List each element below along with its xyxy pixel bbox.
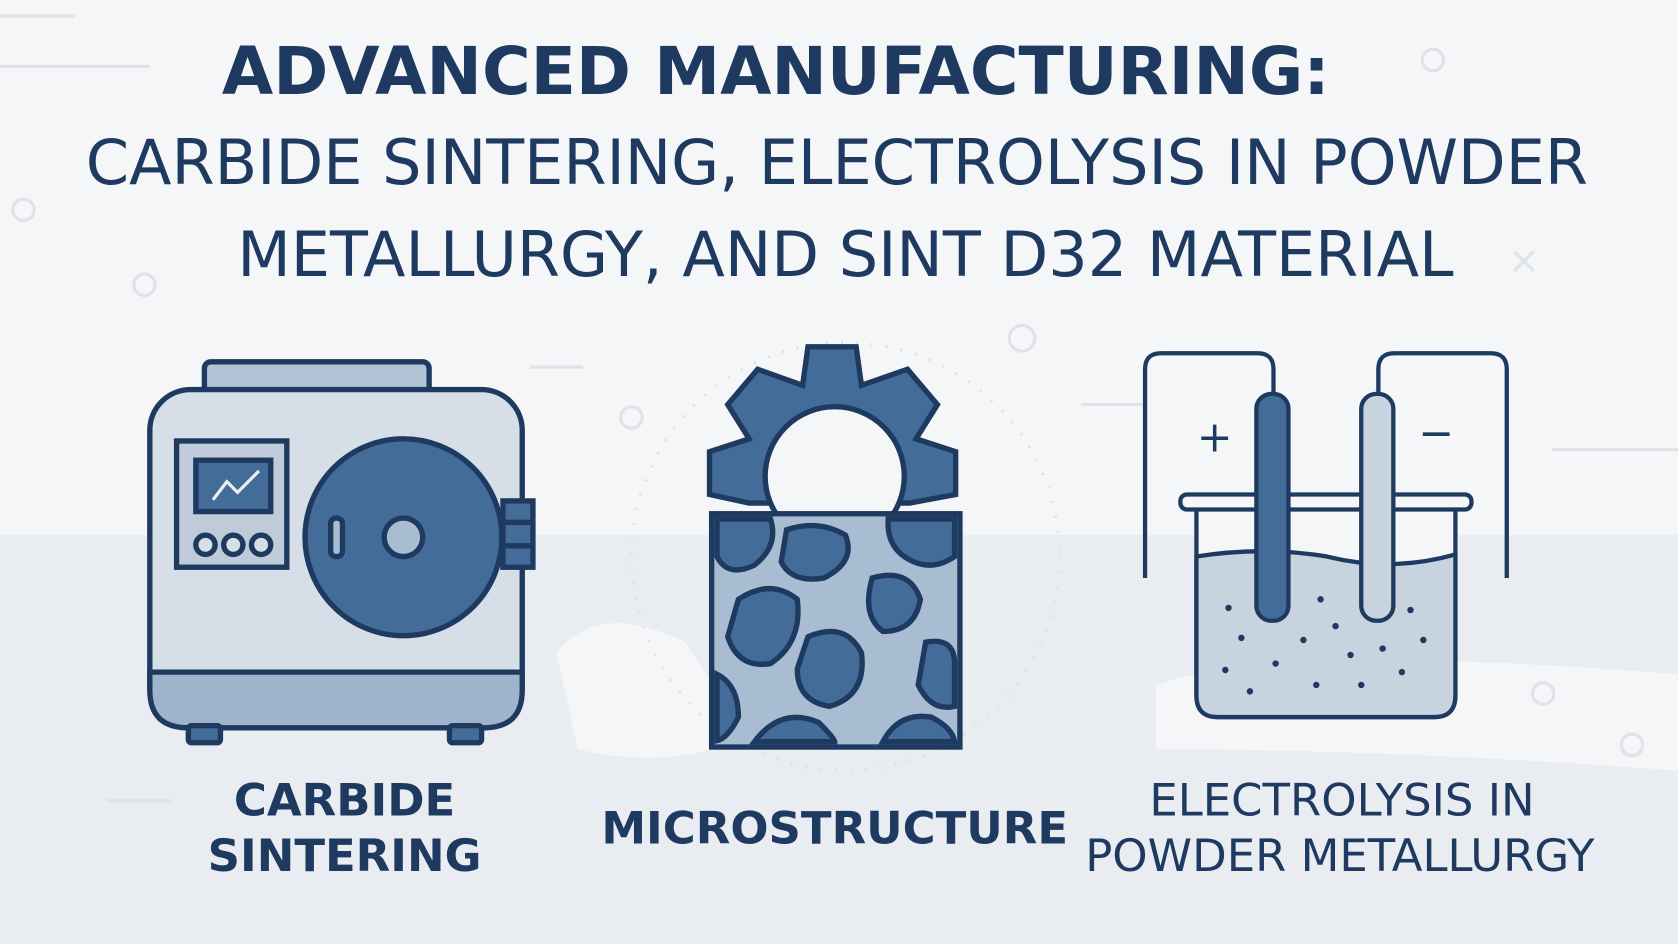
title-line-2: CARBIDE SINTERING, ELECTROLYSIS IN POWDE… [86,126,1588,199]
decorations [0,14,1678,803]
positive-sign: + [1197,413,1233,463]
label-carbide-line-1: CARBIDE [234,774,455,827]
negative-sign: − [1418,408,1454,458]
electrolysis-beaker-icon: + − [1142,351,1509,720]
title-line-1: ADVANCED MANUFACTURING: [222,32,1330,110]
label-electrolysis-line-2: POWDER METALLURGY [1085,829,1595,882]
title-line-3: METALLURGY, AND SINT D32 MATERIAL [237,218,1454,291]
label-carbide-line-2: SINTERING [208,829,482,882]
label-electrolysis-line-1: ELECTROLYSIS IN [1149,774,1534,827]
label-microstructure: MICROSTRUCTURE [601,801,1068,854]
gear-microstructure-icon [706,344,963,750]
sintering-furnace-icon [147,359,536,746]
background-cloud [556,623,750,758]
